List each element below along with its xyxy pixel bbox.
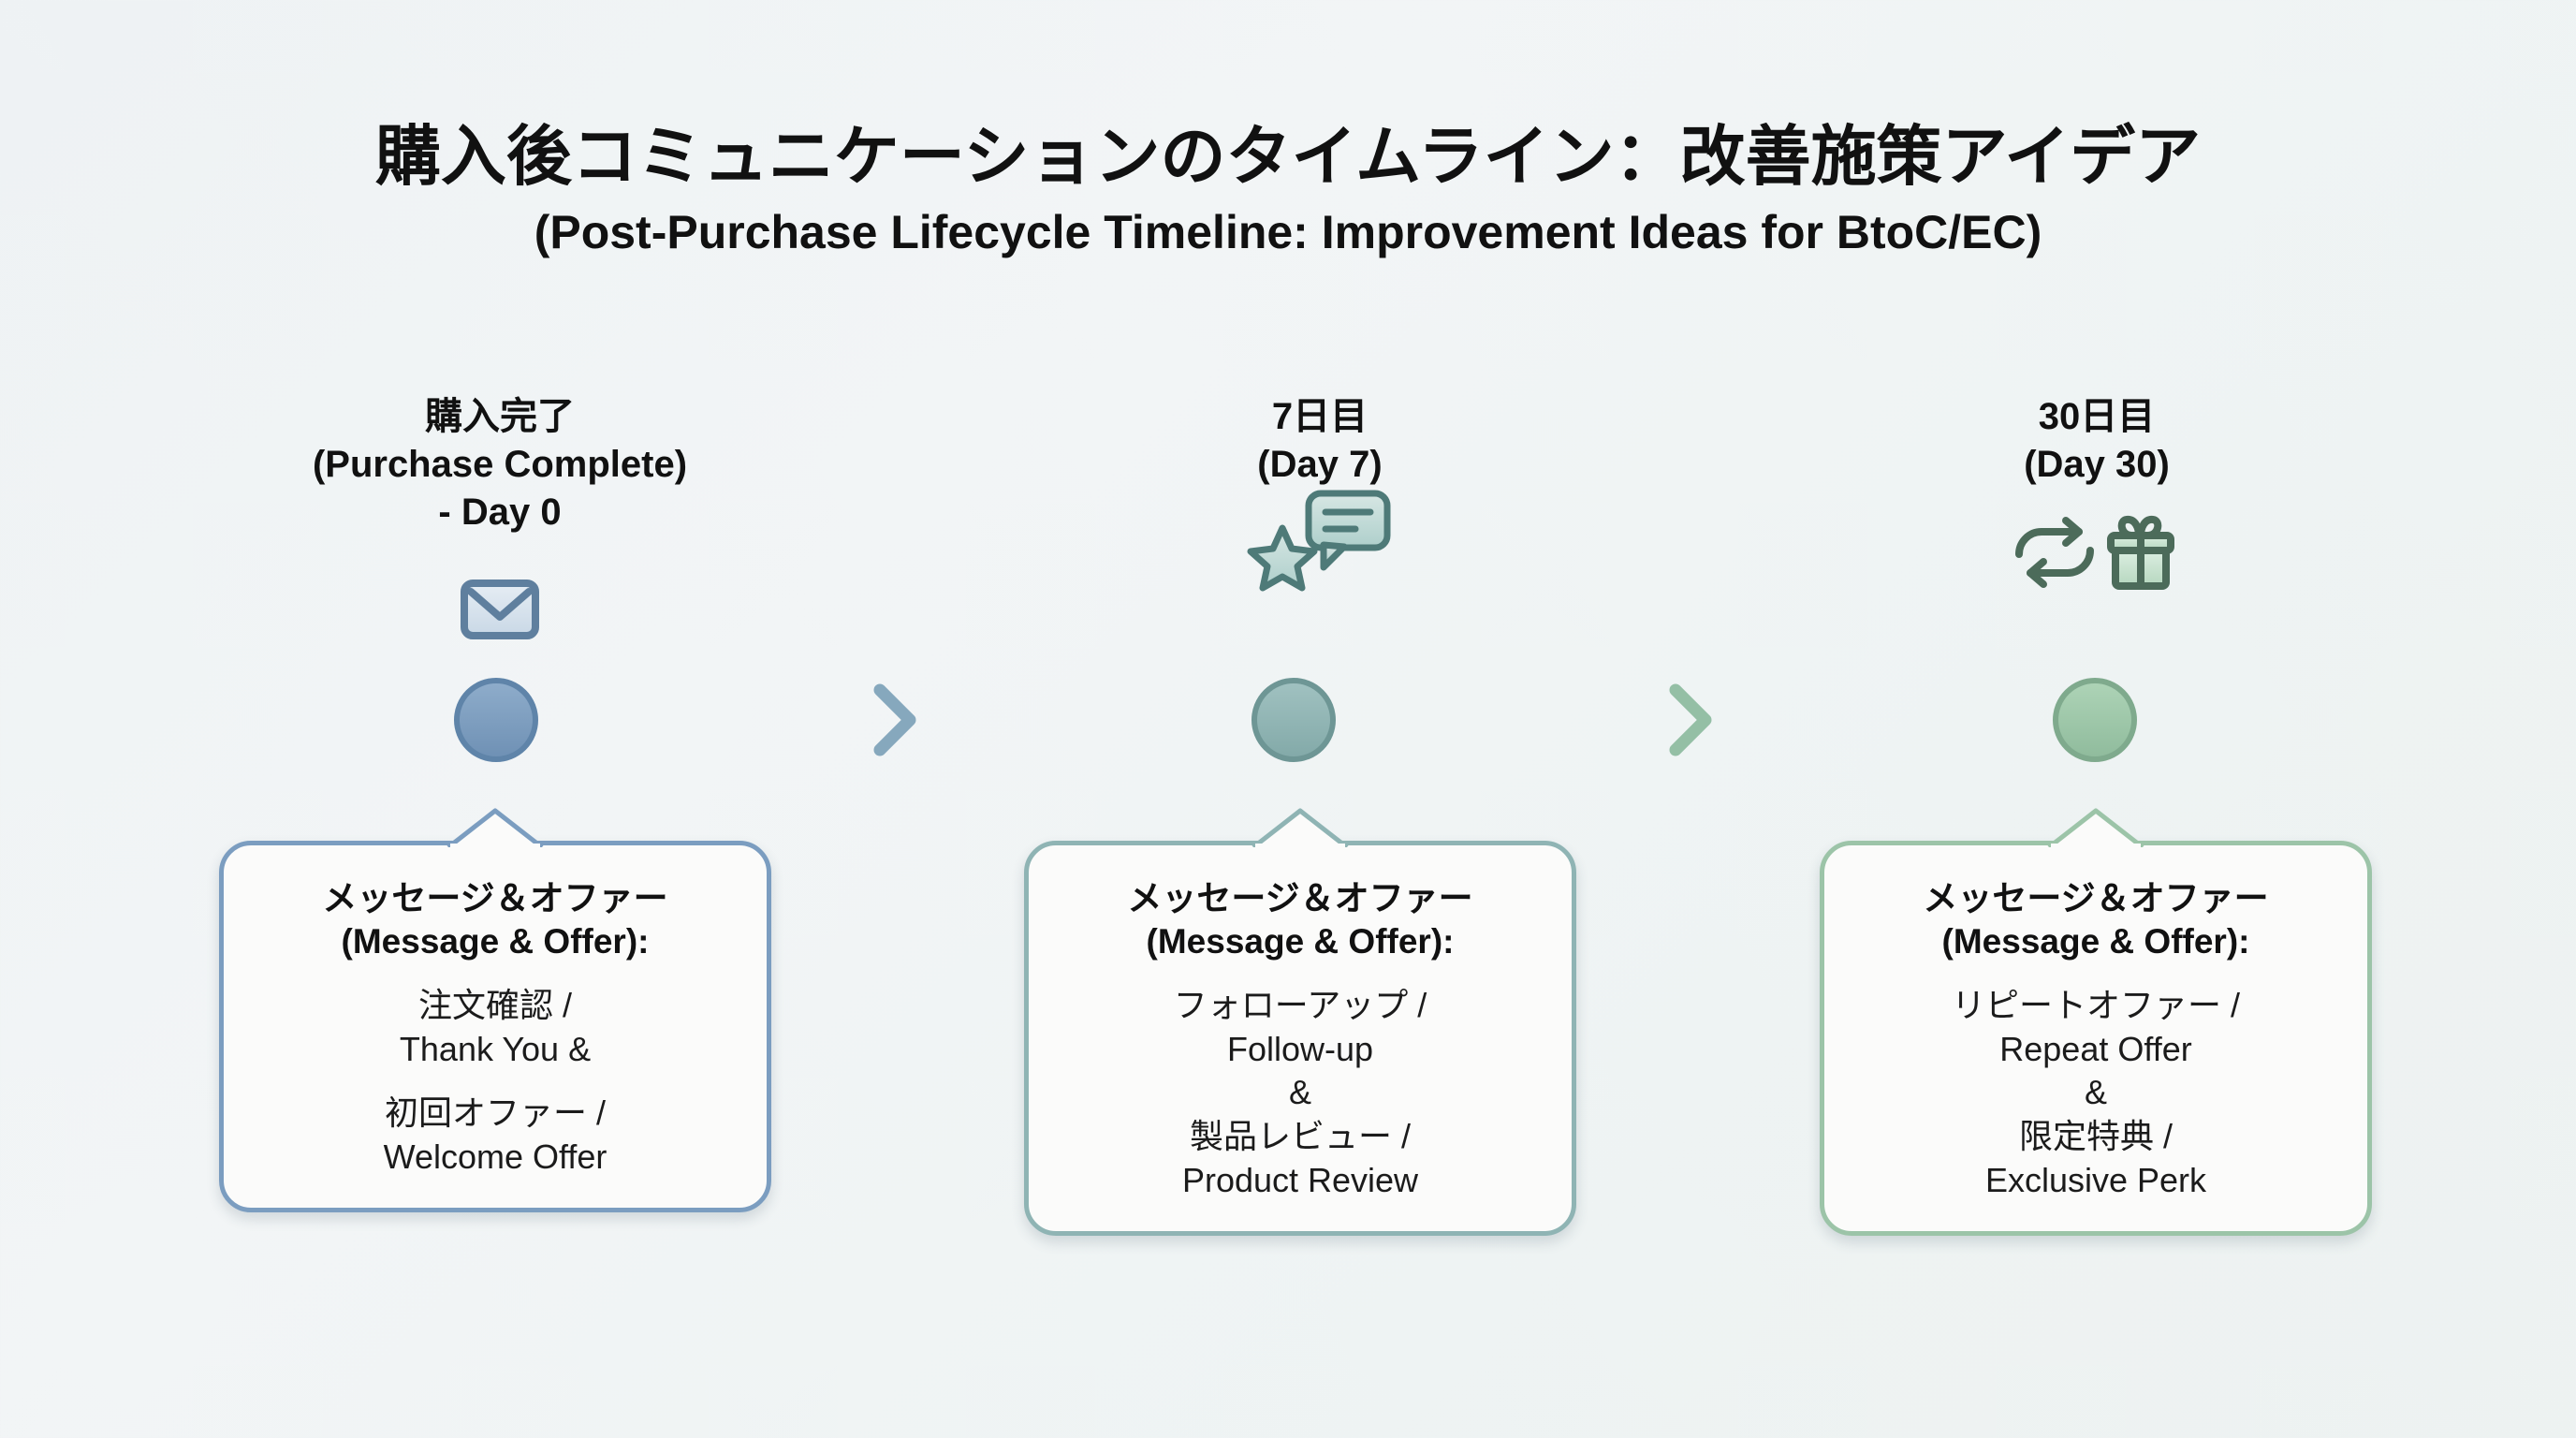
milestone-day-7[interactable]: 7日目 (Day 7) <box>1030 393 1610 592</box>
card-line: Welcome Offer <box>383 1137 607 1177</box>
card-line: 注文確認 / <box>417 985 572 1024</box>
timeline-node-day-0 <box>454 678 538 762</box>
card-line: Repeat Offer <box>1999 1029 2192 1068</box>
card-body-day-0: 注文確認 / Thank You & 初回オファー / Welcome Offe… <box>248 984 742 1180</box>
timeline-node-day-7 <box>1251 678 1336 762</box>
page-subtitle: (Post-Purchase Lifecycle Timeline: Impro… <box>534 205 2042 258</box>
offer-card-day-0[interactable]: メッセージ＆オファー (Message & Offer): 注文確認 / Tha… <box>219 808 771 1212</box>
card-line: 初回オファー / <box>384 1093 606 1133</box>
card-line: フォローアップ / <box>1173 985 1427 1024</box>
card-heading-day-30: メッセージ＆オファー (Message & Offer): <box>1849 877 2343 963</box>
card-pointer <box>446 808 544 847</box>
card-heading-en: (Message & Offer): <box>1941 921 2250 961</box>
card-heading-ja: メッセージ＆オファー <box>1923 879 2269 917</box>
connector-day7-day30 <box>1313 683 2101 756</box>
card-line: Follow-up <box>1226 1029 1374 1068</box>
connector-day0-day7 <box>490 683 1326 756</box>
card-line: 製品レビュー / <box>1189 1117 1411 1156</box>
card-heading-day-7: メッセージ＆オファー (Message & Offer): <box>1053 877 1547 963</box>
card-heading-en: (Message & Offer): <box>341 921 650 961</box>
title-block: 購入後コミュニケーションのタイムライン：改善施策アイデア (Post-Purch… <box>0 120 2576 260</box>
milestone-label-day-30: 30日目 (Day 30) <box>1807 393 2387 489</box>
speech-bubble-icon <box>1305 490 1391 571</box>
milestone-icons-day-0 <box>210 550 790 640</box>
card-line: Thank You & <box>399 1029 592 1068</box>
milestone-icons-day-7 <box>1030 490 1610 592</box>
card-line: & <box>1288 1073 1311 1112</box>
offer-card-day-30[interactable]: メッセージ＆オファー (Message & Offer): リピートオファー /… <box>1820 808 2372 1236</box>
card-line: & <box>2084 1073 2107 1112</box>
card-heading-ja: メッセージ＆オファー <box>322 879 668 917</box>
offer-card-day-7[interactable]: メッセージ＆オファー (Message & Offer): フォローアップ / … <box>1024 808 1576 1236</box>
milestone-label-en: (Day 30) <box>2024 444 2170 486</box>
timeline-node-day-30 <box>2053 678 2137 762</box>
milestone-label-en: (Day 7) <box>1257 444 1383 486</box>
card-heading-ja: メッセージ＆オファー <box>1127 879 1473 917</box>
card-line: Exclusive Perk <box>1984 1160 2207 1199</box>
card-line: リピートオファー / <box>1951 985 2240 1024</box>
card-pointer <box>1251 808 1349 847</box>
card-heading-en: (Message & Offer): <box>1146 921 1455 961</box>
chevron-right-icon <box>873 683 916 756</box>
milestone-day-0[interactable]: 購入完了 (Purchase Complete) - Day 0 <box>210 393 790 640</box>
page-title: 購入後コミュニケーションのタイムライン：改善施策アイデア <box>374 120 2202 193</box>
repeat-icon <box>2015 517 2094 589</box>
card-heading-day-0: メッセージ＆オファー (Message & Offer): <box>248 877 742 963</box>
card-body-day-30: リピートオファー / Repeat Offer & 限定特典 / Exclusi… <box>1849 984 2343 1203</box>
milestone-label-ja: 購入完了 <box>425 396 575 437</box>
milestone-label-day-0: 購入完了 (Purchase Complete) - Day 0 <box>210 393 790 537</box>
star-icon <box>1247 524 1318 592</box>
milestone-label-ja: 7日目 <box>1271 396 1368 437</box>
envelope-icon <box>460 579 540 640</box>
milestone-day-30[interactable]: 30日目 (Day 30) <box>1807 393 2387 592</box>
chevron-right-icon <box>1669 683 1712 756</box>
card-pointer <box>2047 808 2144 847</box>
milestone-icons-day-30 <box>1807 502 2387 592</box>
milestone-label-day-7: 7日目 (Day 7) <box>1030 393 1610 489</box>
milestone-label-day: - Day 0 <box>438 492 562 534</box>
card-line: 限定特典 / <box>2018 1117 2173 1156</box>
card-body-day-7: フォローアップ / Follow-up & 製品レビュー / Product R… <box>1053 984 1547 1203</box>
gift-icon <box>2107 516 2174 591</box>
milestone-label-en: (Purchase Complete) <box>312 444 688 486</box>
milestone-label-ja: 30日目 <box>2038 396 2156 437</box>
card-line: Product Review <box>1181 1160 1419 1199</box>
card-line-spacer <box>248 1071 742 1092</box>
